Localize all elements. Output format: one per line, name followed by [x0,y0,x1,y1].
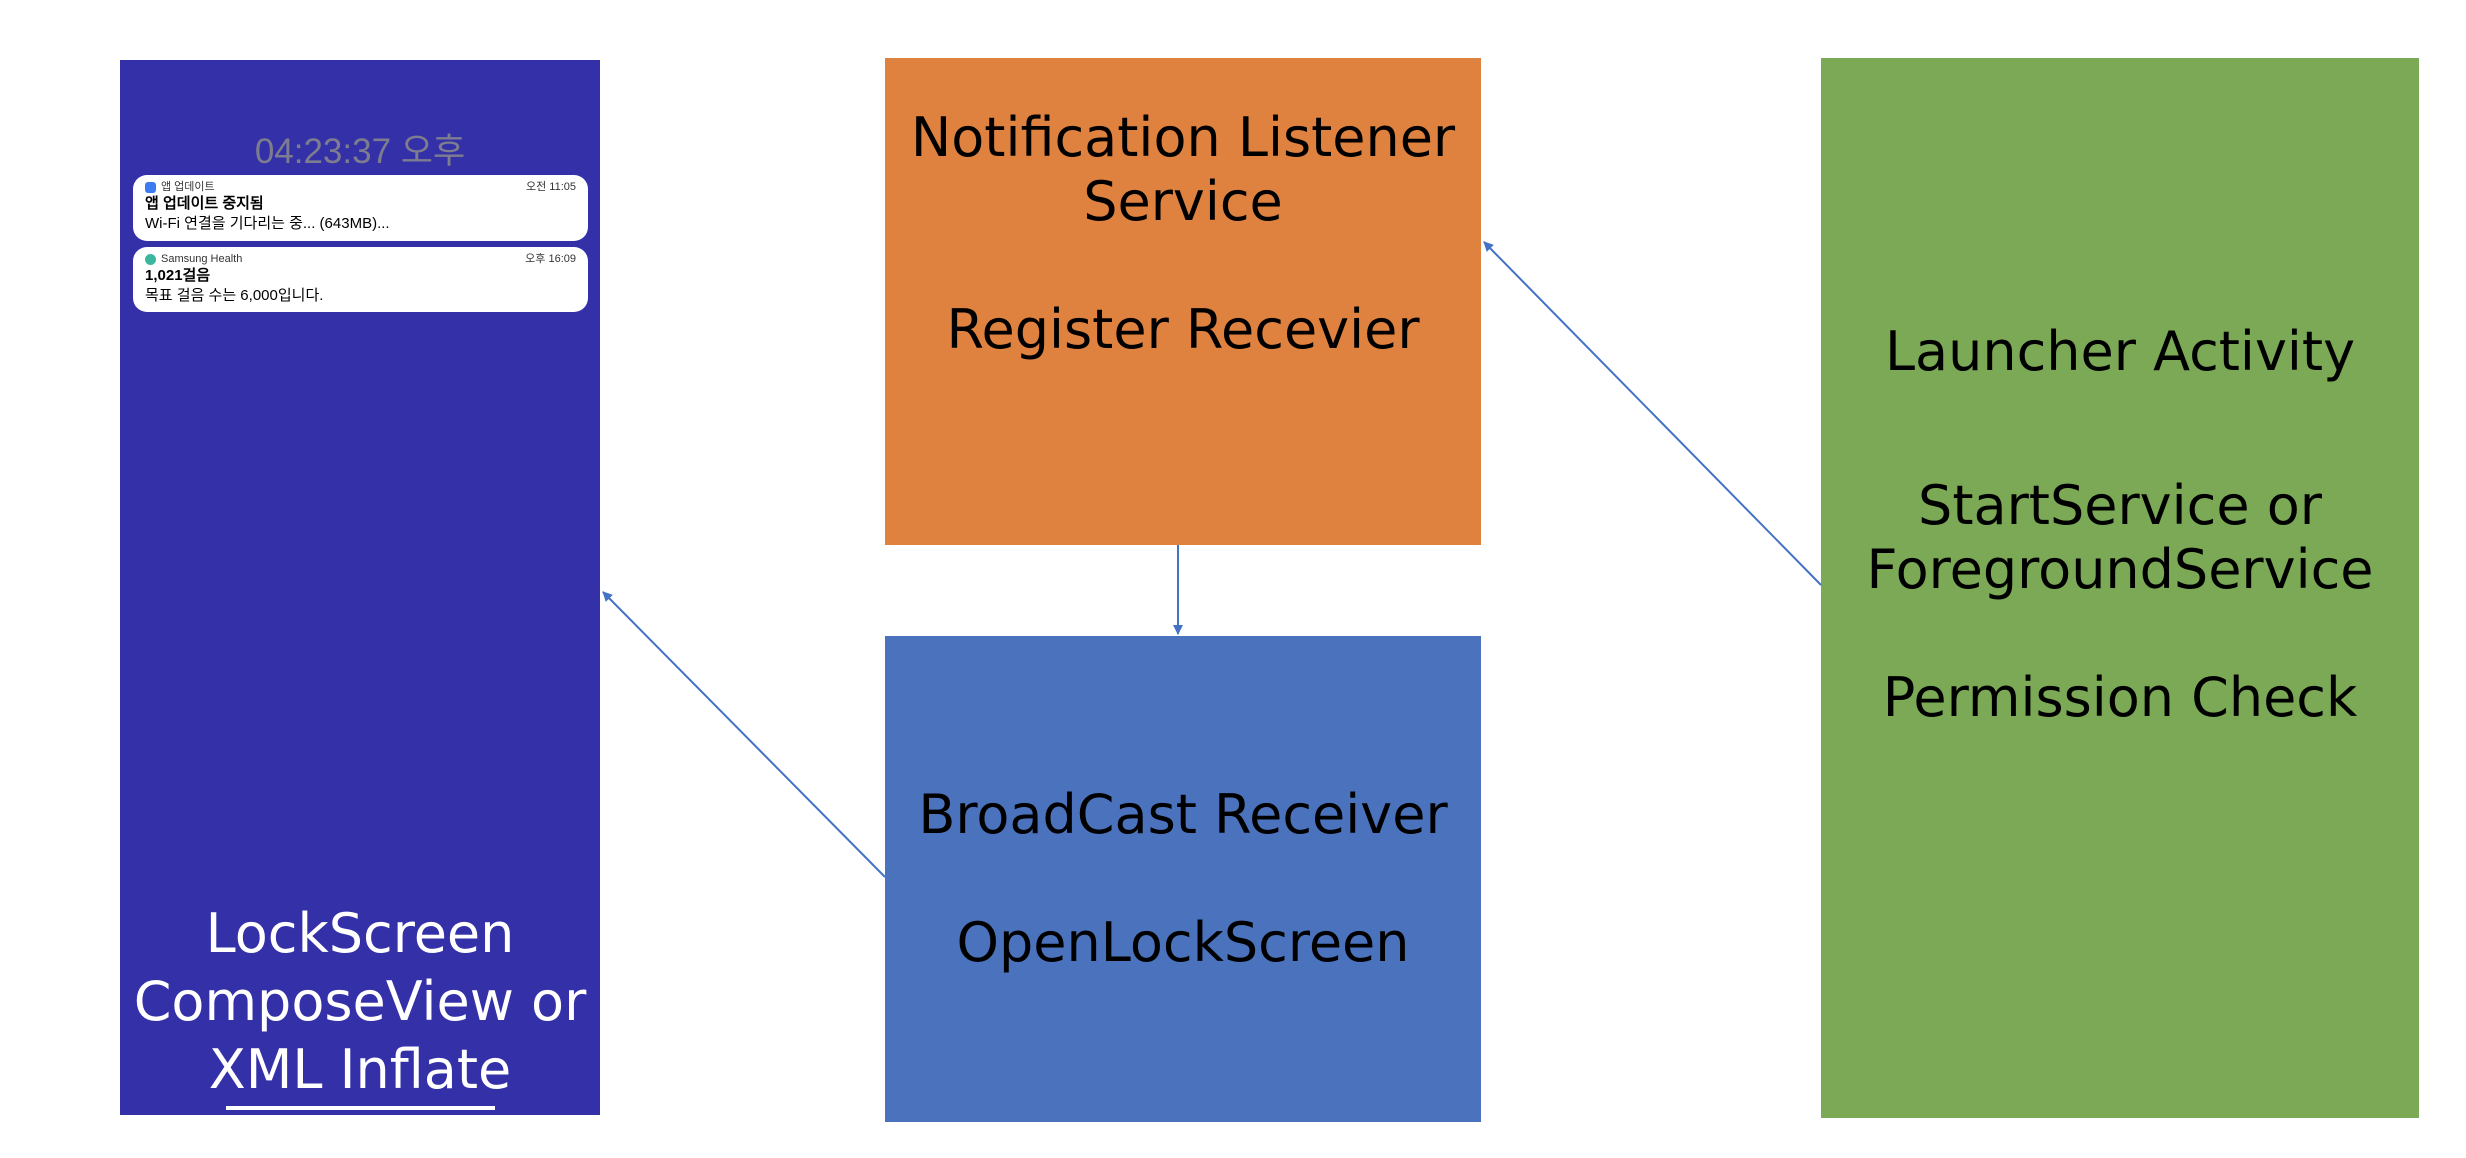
notification-card[interactable]: Samsung Health 오후 16:09 1,021걸음 목표 걸음 수는 … [133,247,588,312]
lockscreen-box: 04:23:37 오후 앱 업데이트 오전 11:05 앱 업데이트 중지됨 Wi… [120,60,600,1115]
broadcast-receiver-box: BroadCast Receiver OpenLockScreen [885,636,1481,1122]
notification-app: 앱 업데이트 [161,181,215,193]
permission-check-label: Permission Check [1882,666,2358,729]
label-line: XML Inflate [208,1038,512,1101]
label-line: BroadCast Receiver [918,783,1448,846]
notification-title: 앱 업데이트 중지됨 [145,195,264,212]
notification-card[interactable]: 앱 업데이트 오전 11:05 앱 업데이트 중지됨 Wi-Fi 연결을 기다리는… [133,175,588,241]
lockscreen-label: LockScreen ComposeView or XML Inflate [120,900,600,1104]
notification-body: 목표 걸음 수는 6,000입니다. [145,287,324,304]
label-line: StartService or [1918,474,2322,537]
label-line: Launcher Activity [1884,320,2356,383]
arrow-broadcast-to-lockscreen [602,591,886,878]
notification-time: 오후 16:09 [525,253,576,265]
label-line: ComposeView or [133,970,587,1033]
label-line: OpenLockScreen [956,911,1410,974]
label-line: Service [1083,170,1283,233]
arrow-launcher-to-service [1483,241,1822,586]
app-update-icon [145,181,156,193]
lockscreen-clock: 04:23:37 오후 [254,132,466,171]
notification-time: 오전 11:05 [525,181,576,193]
label-line: ForegroundService [1866,538,2374,601]
notification-title: 1,021걸음 [145,267,211,284]
label-line: LockScreen [205,902,515,965]
notification-listener-box: Notification Listener Service Register R… [885,58,1481,545]
notification-app: Samsung Health [161,253,243,265]
label-line: Notification Listener [910,106,1456,169]
launcher-activity-box: Launcher Activity StartService or Foregr… [1821,58,2419,1118]
samsung-health-icon [145,253,156,265]
notification-body: Wi-Fi 연결을 기다리는 중... (643MB)... [145,215,390,232]
register-receiver-label: Register Recevier [946,298,1420,361]
underline [226,1106,495,1110]
